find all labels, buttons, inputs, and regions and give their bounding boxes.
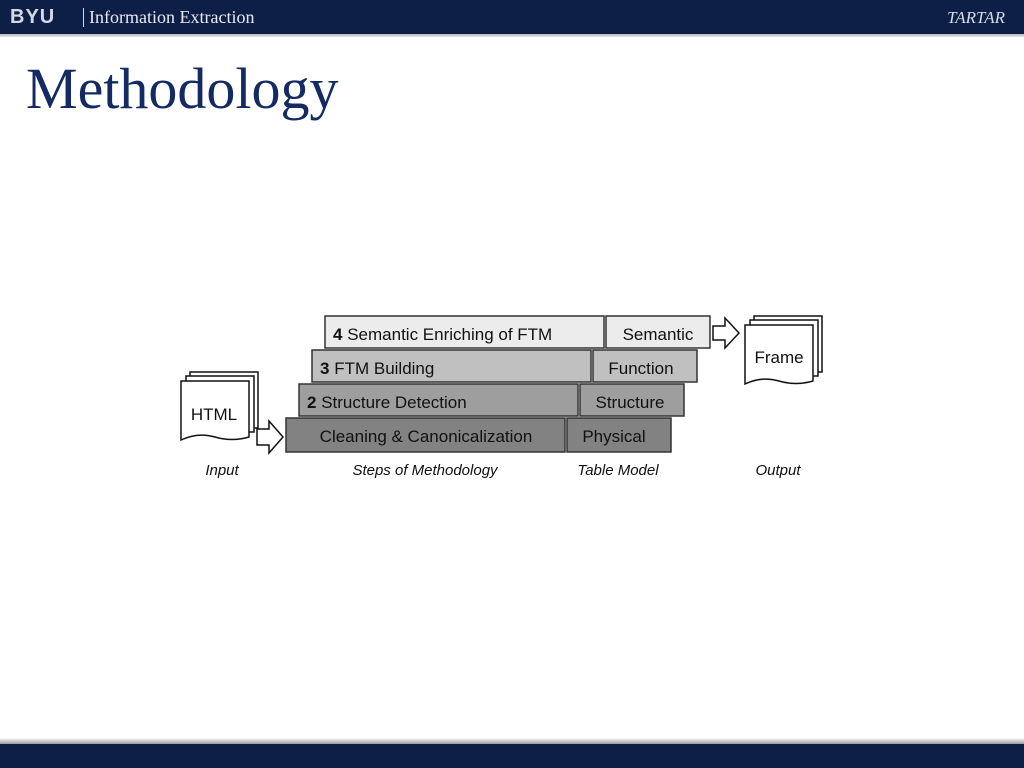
model-structure-label: Structure (596, 393, 665, 412)
step-row-2: 2 Structure Detection Structure (298, 383, 685, 417)
model-semantic-label: Semantic (623, 325, 694, 344)
step-row-4: 4 Semantic Enriching of FTM Semantic (324, 315, 711, 349)
footer-rule (0, 738, 1024, 744)
model-physical-label: Physical (582, 427, 645, 446)
step-row-3: 3 FTM Building Function (311, 349, 698, 383)
input-document-stack: HTML (180, 371, 259, 442)
header-right-label: TARTAR (947, 8, 1005, 27)
step-row-1: Cleaning & Canonicalization Physical (285, 417, 672, 453)
output-document-stack: Frame (744, 315, 823, 386)
header-rule (0, 34, 1024, 37)
caption-input: Input (205, 462, 239, 479)
output-document-label: Frame (754, 348, 803, 367)
input-document-label: HTML (191, 405, 237, 424)
header-title: Information Extraction (89, 7, 255, 27)
caption-output: Output (755, 462, 801, 479)
footer-bar (0, 744, 1024, 768)
step-1-text: Cleaning & Canonicalization (320, 427, 533, 446)
step-2-text: 2 Structure Detection (307, 393, 467, 412)
caption-table-model: Table Model (577, 462, 659, 479)
byu-logo: BYU (10, 6, 56, 28)
output-arrow-icon (712, 316, 741, 350)
header-divider (83, 8, 84, 27)
step-3-text: 3 FTM Building (320, 359, 434, 378)
input-arrow-icon (256, 419, 284, 455)
header-bar (0, 0, 1024, 34)
caption-steps: Steps of Methodology (352, 462, 499, 479)
page-title: Methodology (26, 56, 339, 121)
model-function-label: Function (608, 359, 673, 378)
step-4-text: 4 Semantic Enriching of FTM (333, 325, 552, 344)
